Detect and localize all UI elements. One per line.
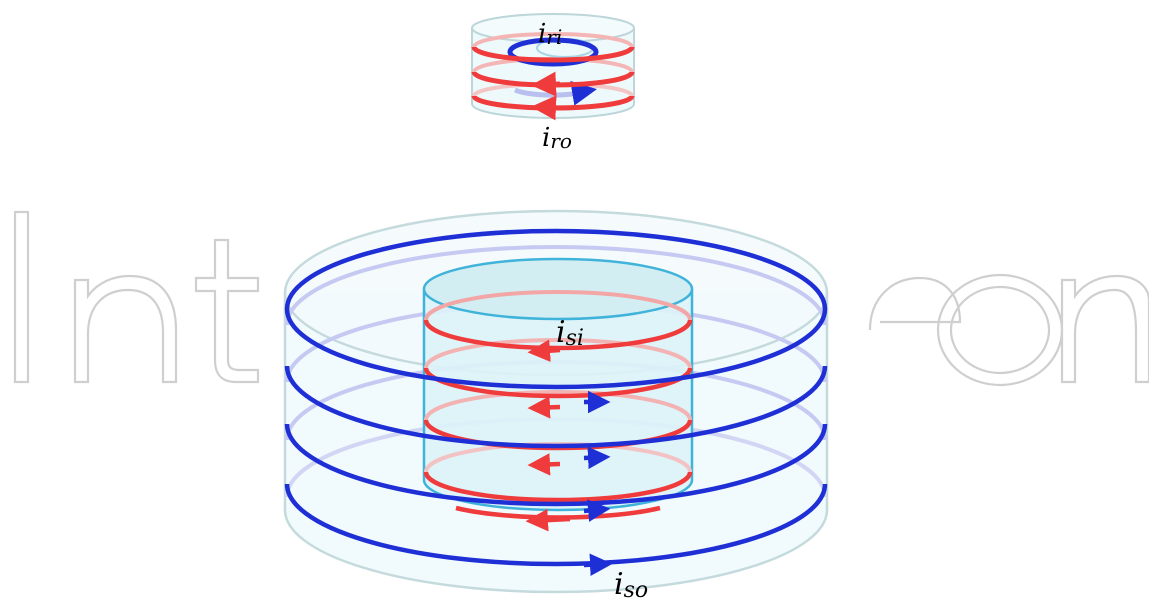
label-rotor-inner: iri: [538, 19, 562, 49]
rotor-inner-coil-back: [507, 37, 599, 53]
stator-inner-coil-back-3: [424, 390, 692, 421]
stator-outer-coil-3: [284, 423, 828, 507]
stator-inner-cylinder-top: [422, 257, 694, 321]
stator-outer-arrow-icon-4: [583, 553, 613, 576]
stator-inner-arrow-icon-2: [527, 396, 561, 419]
stator-outer-coil-4: [284, 483, 828, 567]
label-stator-outer: iso: [614, 567, 648, 603]
label-rotor-outer: iro: [542, 123, 572, 153]
stator-outer-coil-1: [284, 308, 828, 390]
watermark-logo: [13, 210, 1149, 387]
rotor-outer-coil-back-1: [472, 32, 634, 48]
stator-outer-arrow-icon-2: [583, 446, 611, 470]
rotor-assembly: iri iro: [471, 13, 635, 153]
stator-inner-arrow-icon-1: [527, 339, 561, 362]
rotor-inner-arrow-icon: [570, 80, 597, 106]
stator-outer-coil-top-back: [284, 228, 828, 310]
stator-inner-coil-4: [423, 471, 693, 503]
rotor-outer-arrow-icon-1: [531, 71, 561, 97]
stator-inner-arrow-icon-3: [527, 453, 561, 476]
stator-inner-arrow-icon-4: [525, 508, 571, 532]
stator-inner-coil-back-1: [424, 290, 692, 321]
stator-outer-coil-2: [284, 365, 828, 449]
stator-outer-coil-back-1: [285, 245, 827, 326]
label-stator-inner: isi: [556, 315, 584, 351]
rotor-outer-coil-1: [471, 46, 635, 63]
stator-assembly: isi iso: [283, 209, 829, 603]
stator-inner-coil-back-2: [424, 338, 692, 369]
rotor-outer-arrow-icon-2: [531, 95, 561, 121]
stator-outer-arrow-icon-3: [583, 499, 611, 522]
